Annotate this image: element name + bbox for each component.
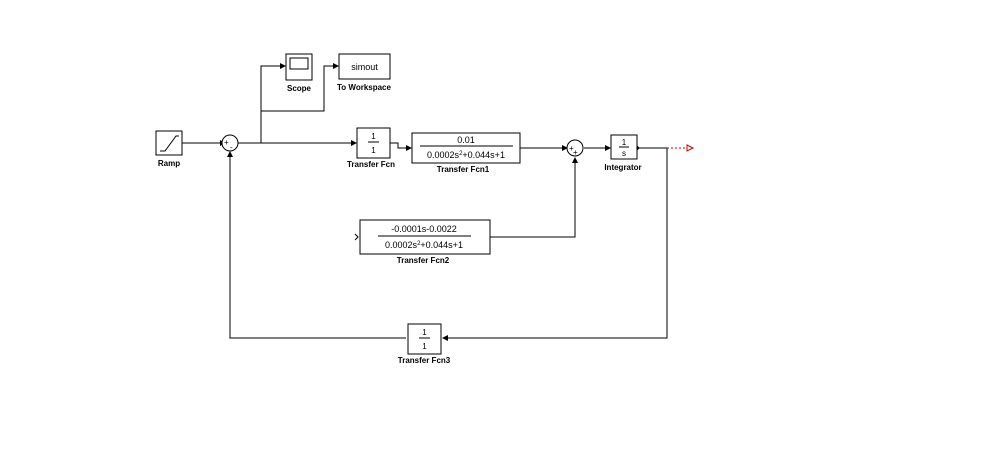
- arrowhead-scope-in: [280, 63, 286, 69]
- wire-integrator-out[interactable]: [446, 147, 668, 339]
- transfer-fcn-denominator: 1: [371, 146, 376, 155]
- transfer-fcn1-den-exponent: 2: [459, 151, 463, 157]
- transfer-fcn1-numerator: 0.01: [457, 135, 475, 145]
- to-workspace-box[interactable]: [338, 53, 391, 80]
- wire-branch-to-scope[interactable]: [260, 65, 281, 143]
- transfer-fcn-block[interactable]: 1 1 Transfer Fcn: [347, 127, 395, 169]
- ramp-box[interactable]: [155, 130, 183, 156]
- transfer-fcn-numerator: 1: [371, 132, 376, 141]
- integrator-denominator: s: [622, 149, 626, 158]
- arrowhead-tf-in: [351, 140, 357, 146]
- wire-tf3-to-sum1[interactable]: [229, 156, 406, 339]
- transfer-fcn3-denominator: 1: [422, 342, 427, 351]
- arrowhead-tf3-in: [442, 335, 448, 341]
- sum1-sign-plus: +: [224, 138, 229, 147]
- wire-tf2-to-sum2[interactable]: [490, 162, 576, 238]
- transfer-fcn3-label: Transfer Fcn3: [398, 356, 451, 365]
- transfer-fcn3-box[interactable]: [407, 323, 442, 355]
- wire-branch-to-workspace[interactable]: [261, 65, 334, 112]
- sum2-circle[interactable]: [566, 139, 584, 157]
- to-workspace-label: To Workspace: [337, 83, 391, 92]
- sum1-sign-minus: -: [230, 143, 233, 152]
- sum1-circle[interactable]: [221, 134, 239, 152]
- integrator-block[interactable]: 1 s Integrator: [604, 134, 642, 172]
- transfer-fcn2-numerator: -0.0001s-0.0022: [391, 224, 457, 234]
- ramp-icon: [160, 135, 179, 152]
- transfer-fcn2-denominator: 0.0002s2+0.044s+1: [385, 240, 463, 250]
- transfer-fcn3-numerator: 1: [422, 328, 427, 337]
- transfer-fcn2-box[interactable]: [359, 219, 491, 255]
- transfer-fcn3-block[interactable]: 1 1 Transfer Fcn3: [398, 323, 451, 365]
- transfer-fcn2-label: Transfer Fcn2: [397, 256, 450, 265]
- chevron-integrator-output: [636, 145, 640, 151]
- transfer-fcn2-den-part-b: +0.044s+1: [420, 240, 463, 250]
- integrator-label: Integrator: [604, 163, 641, 172]
- arrowhead-sum2-in: [562, 145, 568, 151]
- transfer-fcn-box[interactable]: [356, 127, 391, 159]
- transfer-fcn2-block[interactable]: -0.0001s-0.0022 0.0002s2+0.044s+1 Transf…: [359, 219, 491, 265]
- integrator-numerator: 1: [622, 138, 627, 147]
- ramp-block[interactable]: Ramp: [155, 130, 183, 168]
- transfer-fcn1-den-part-a: 0.0002s: [427, 150, 460, 160]
- sum2-sign-left: +: [569, 144, 574, 153]
- arrowhead-tf1-in: [406, 145, 412, 151]
- sum2-sign-bottom: +: [573, 148, 578, 157]
- ramp-label: Ramp: [158, 159, 180, 168]
- scope-screen-icon: [289, 57, 309, 70]
- transfer-fcn2-den-part-a: 0.0002s: [385, 240, 418, 250]
- sum1-block[interactable]: + -: [221, 134, 239, 152]
- arrowhead-sum2-bottom-in: [572, 157, 578, 163]
- to-workspace-block[interactable]: simout To Workspace: [337, 53, 392, 92]
- arrowhead-unconnected: [686, 144, 695, 152]
- chevron-tf2-input: [354, 233, 359, 241]
- scope-label: Scope: [287, 84, 312, 93]
- transfer-fcn1-denominator: 0.0002s2+0.044s+1: [427, 150, 505, 160]
- scope-block[interactable]: Scope: [285, 53, 313, 93]
- arrowheads: [220, 63, 695, 341]
- signal-lines: [182, 65, 687, 339]
- sum2-block[interactable]: + +: [566, 139, 584, 157]
- transfer-fcn1-block[interactable]: 0.01 0.0002s2+0.044s+1 Transfer Fcn1: [411, 132, 521, 174]
- transfer-fcn-label: Transfer Fcn: [347, 160, 395, 169]
- transfer-fcn1-label: Transfer Fcn1: [437, 165, 490, 174]
- wire-tf-to-tf1[interactable]: [390, 142, 407, 149]
- transfer-fcn2-den-exponent: 2: [417, 241, 421, 247]
- transfer-fcn1-box[interactable]: [411, 132, 521, 164]
- arrowhead-workspace-in: [333, 63, 339, 69]
- arrowhead-sum1-bottom-in: [227, 151, 233, 157]
- arrowhead-integrator-in: [605, 145, 611, 151]
- transfer-fcn1-den-part-b: +0.044s+1: [462, 150, 505, 160]
- to-workspace-variable: simout: [351, 62, 378, 72]
